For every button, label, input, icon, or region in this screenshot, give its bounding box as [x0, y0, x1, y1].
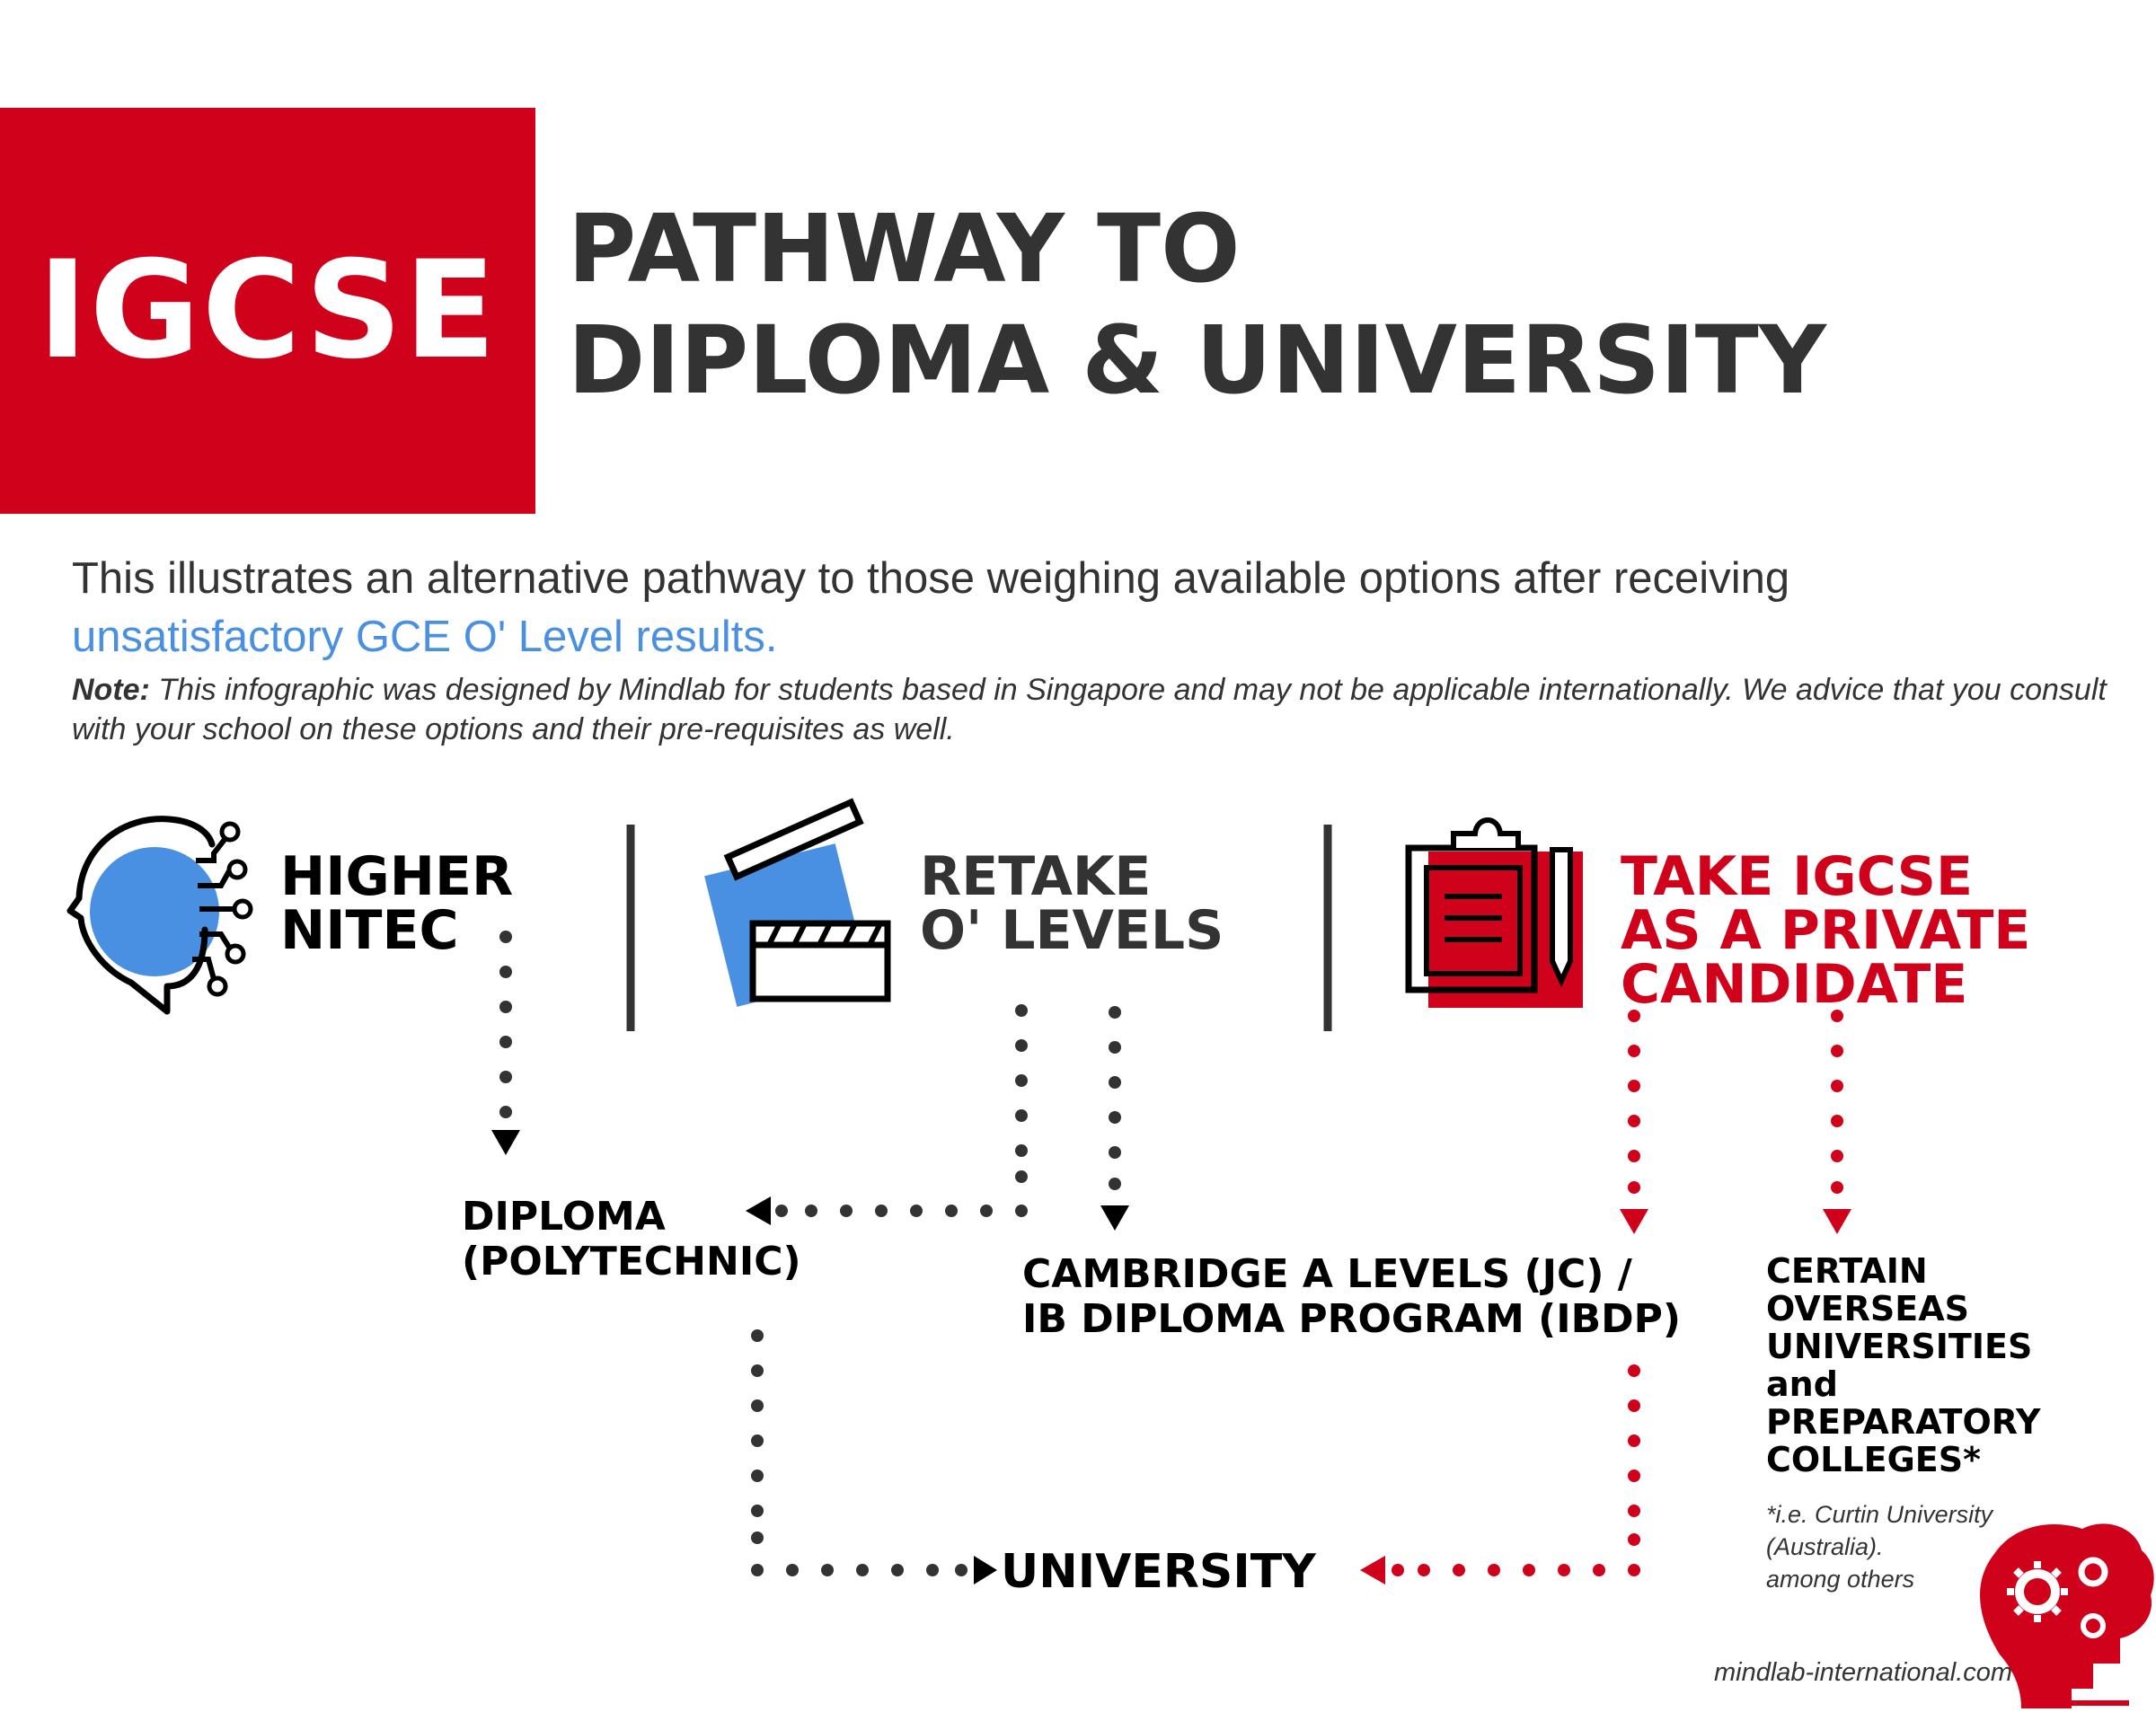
node-overseas-line-2: OVERSEAS — [1766, 1289, 1970, 1328]
option-igcse-line-2: AS A PRIVATE — [1621, 899, 2031, 962]
option-retake-line-1: RETAKE — [920, 845, 1152, 908]
node-a-levels-ibdp: CAMBRIDGE A LEVELS (JC) / IB DIPLOMA PRO… — [1022, 1252, 1681, 1342]
title-line-1: PATHWAY TO — [568, 194, 1241, 304]
node-diploma-line-1: DIPLOMA — [462, 1194, 666, 1240]
website-link[interactable]: mindlab-international.com — [1714, 1658, 2013, 1687]
brain-gears-icon — [1980, 1523, 2154, 1708]
footnote: *i.e. Curtin University (Australia). amo… — [1766, 1498, 2036, 1595]
page-title: PATHWAY TO DIPLOMA & UNIVERSITY — [568, 193, 2131, 416]
node-overseas-line-3: UNIVERSITIES — [1766, 1327, 2033, 1366]
node-overseas-line-6: COLLEGES* — [1766, 1440, 1981, 1479]
node-alevels-line-2: IB DIPLOMA PROGRAM (IBDP) — [1022, 1296, 1681, 1342]
footnote-line-1: *i.e. Curtin University — [1766, 1501, 1993, 1528]
igcse-banner: IGCSE — [0, 108, 535, 514]
connector-igcse-overseas — [1823, 1010, 1851, 1234]
node-overseas-line-4: and — [1766, 1364, 1838, 1404]
intro-text: This illustrates an alternative pathway … — [72, 550, 2102, 666]
intro-highlight: unsatisfactory GCE O' Level results. — [72, 613, 778, 661]
clipboard-pencil-icon — [1405, 817, 1583, 1008]
node-overseas-universities: CERTAIN OVERSEAS UNIVERSITIES and PREPAR… — [1766, 1252, 2040, 1478]
title-line-2: DIPLOMA & UNIVERSITY — [568, 305, 1826, 415]
option-higher-nitec-line-2: NITEC — [280, 899, 459, 962]
intro-body: This illustrates an alternative pathway … — [72, 554, 1790, 603]
option-higher-nitec: HIGHER NITEC — [280, 850, 513, 958]
connector-nitec-diploma — [491, 931, 520, 1155]
node-diploma-line-2: (POLYTECHNIC) — [462, 1239, 801, 1284]
option-igcse-line-1: TAKE IGCSE — [1621, 845, 1973, 908]
footnote-line-2: (Australia). — [1766, 1533, 1884, 1560]
option-retake-o-levels: RETAKE O' LEVELS — [920, 850, 1224, 958]
connector-retake-diploma — [746, 1004, 1028, 1225]
option-private-igcse: TAKE IGCSE AS A PRIVATE CANDIDATE — [1621, 850, 2030, 1011]
node-diploma: DIPLOMA (POLYTECHNIC) — [462, 1195, 801, 1284]
clapperboard-icon — [704, 798, 891, 1007]
option-retake-line-2: O' LEVELS — [920, 899, 1224, 962]
footnote-line-3: among others — [1766, 1566, 1915, 1593]
connector-igcse-alevels — [1620, 1010, 1648, 1234]
note-body: This infographic was designed by Mindlab… — [72, 673, 2107, 746]
banner-label: IGCSE — [37, 233, 499, 389]
head-circuit-icon — [66, 816, 253, 1015]
node-alevels-line-1: CAMBRIDGE A LEVELS (JC) / — [1022, 1251, 1632, 1297]
connector-diploma-university — [751, 1329, 997, 1584]
node-overseas-line-5: PREPARATORY — [1766, 1402, 2041, 1442]
note-text: Note: This infographic was designed by M… — [72, 670, 2138, 749]
node-overseas-line-1: CERTAIN — [1766, 1251, 1928, 1291]
option-higher-nitec-line-1: HIGHER — [280, 845, 514, 908]
connector-alevels-university — [1360, 1364, 1640, 1584]
option-igcse-line-3: CANDIDATE — [1621, 953, 1968, 1016]
connector-retake-alevels — [1100, 1006, 1129, 1231]
note-label: Note: — [72, 673, 150, 707]
node-university: UNIVERSITY — [1001, 1545, 1316, 1599]
